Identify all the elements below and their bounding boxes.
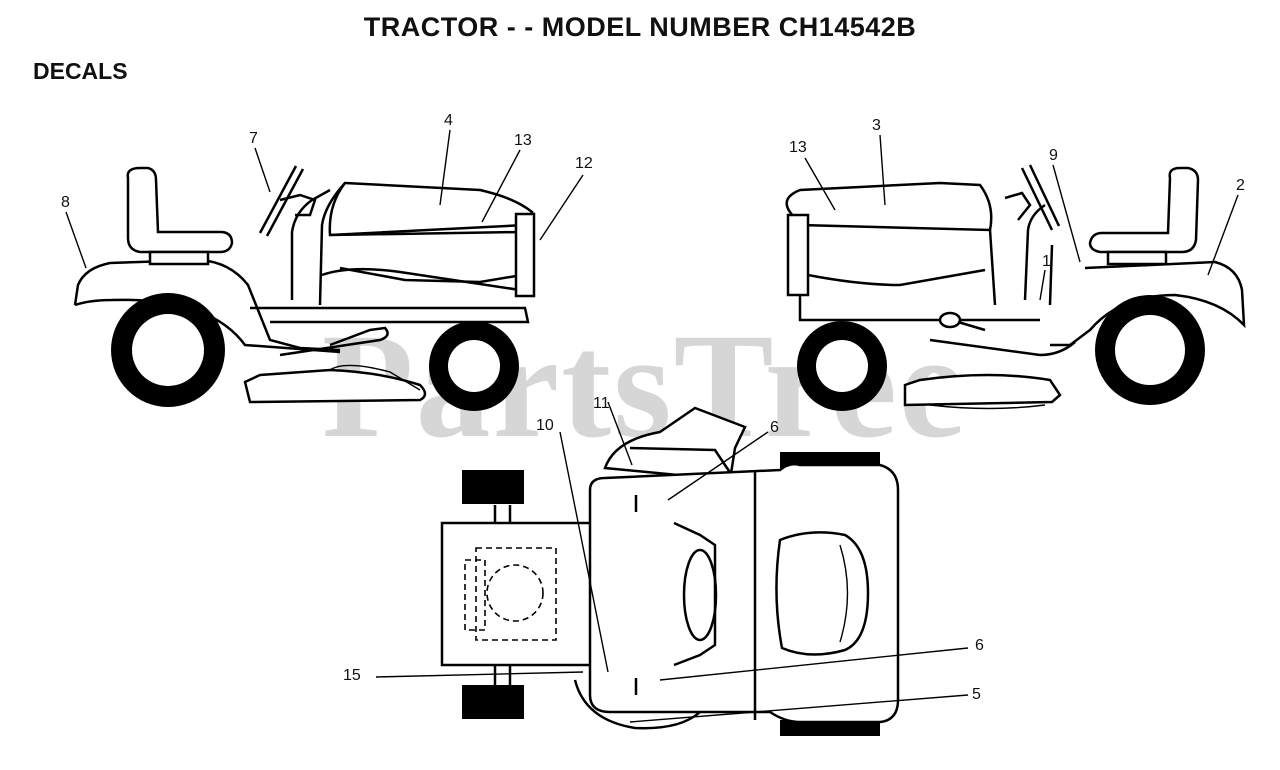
callout-5: 5 <box>972 686 981 703</box>
callout-11: 11 <box>593 395 610 412</box>
callout-1: 1 <box>1042 253 1051 270</box>
callout-3: 3 <box>872 117 881 134</box>
callout-6-bottom: 6 <box>975 637 984 654</box>
top-view <box>375 401 969 736</box>
callout-9: 9 <box>1049 147 1058 164</box>
callout-12: 12 <box>575 155 593 172</box>
callout-8: 8 <box>61 194 70 211</box>
left-side-view <box>65 129 584 411</box>
right-side-view <box>785 134 1246 411</box>
callout-13-left: 13 <box>514 132 532 149</box>
callout-2: 2 <box>1236 177 1245 194</box>
callout-13-right: 13 <box>789 139 807 156</box>
callout-15: 15 <box>343 667 361 684</box>
section-heading: DECALS <box>33 58 128 84</box>
callout-10: 10 <box>536 417 554 434</box>
diagram-title: TRACTOR - - MODEL NUMBER CH14542B <box>363 12 917 42</box>
callout-7: 7 <box>249 130 258 147</box>
callout-6-top: 6 <box>770 419 779 436</box>
callout-4: 4 <box>444 112 453 129</box>
